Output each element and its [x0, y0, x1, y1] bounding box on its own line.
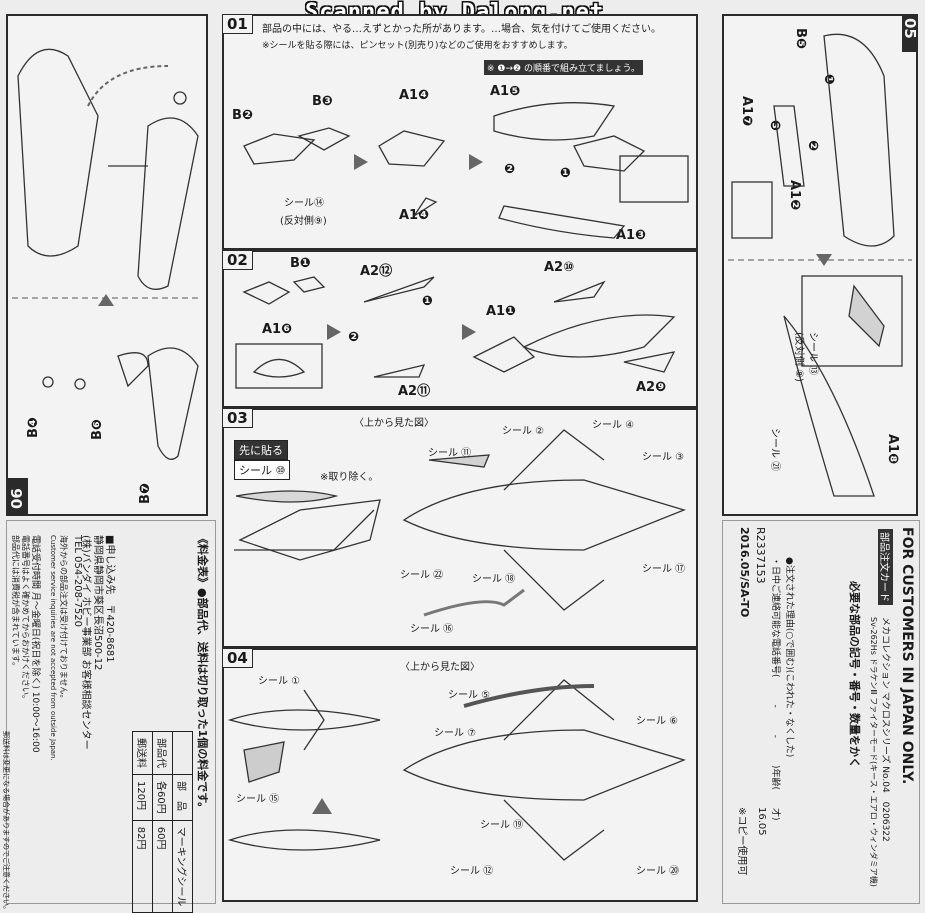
price-heading: 《料金表》●部品代、送料は切り取った1個の料金です。: [196, 533, 209, 814]
price-col-header: マーキングシール: [172, 820, 193, 913]
product-name: メカコレクション マクロスシリーズ No.04 0206322: [880, 617, 890, 842]
notice: 部品代には消費税が含まれています。: [11, 535, 20, 670]
phone-field: ・日中ご連絡可能な電話番号( - - )年齢( 才): [770, 557, 780, 821]
seal-note: ※シールを貼る際には、ピンセット(別売り)などのご使用をおすすめします。: [262, 41, 573, 51]
order-marker: ❶: [422, 294, 434, 309]
part-label: B❶: [290, 256, 311, 271]
seal-label: シール ⑪: [428, 448, 472, 459]
print-date: 2016.05/SA-TO: [738, 527, 751, 618]
seal-label: シール ⑰: [642, 564, 686, 575]
seal-label: シール ⑮: [236, 794, 280, 805]
view-label: 〈上から見た図〉: [354, 418, 434, 429]
part-label: A2⑪: [398, 384, 431, 399]
price-row-label: 郵送料: [132, 731, 153, 775]
phone-hours: 電話受付時間 月～金曜日(祝日を除く) 10:00～16:00: [30, 535, 40, 753]
order-marker: ❶: [560, 166, 572, 181]
seal-label: シール ②: [502, 426, 545, 437]
seal-label: シール ⑦: [434, 728, 477, 739]
price-cell: 各60円: [152, 774, 173, 821]
part-label: A1❻: [262, 322, 293, 337]
step-03-illustration: [234, 429, 686, 617]
step-intro: 部品の中には、やる…えずとかった所があります。…場合、気を付けてご使用ください。: [262, 24, 661, 35]
product-subtitle: Sv-262Hs ドラケンⅢ ファイターモード(キース・エアロ・ウィンダミア機): [869, 617, 878, 887]
seal-label: シール ⑯: [410, 624, 454, 635]
price-cell: 120円: [132, 774, 153, 821]
remove-note: ※取り除く。: [320, 472, 379, 483]
apply-first-title: 先に貼る: [234, 440, 288, 460]
overseas-note-jp: 海外からの部品注文は受け付けておりません。: [59, 535, 68, 703]
price-cell: 82円: [132, 820, 153, 913]
copy-note: ※コピー使用可: [736, 807, 747, 876]
customer-heading: FOR CUSTOMERS IN JAPAN ONLY.: [899, 527, 915, 785]
part-label: A2⑫: [360, 264, 393, 279]
seal-label: シール ④: [592, 420, 635, 431]
product-code: R2337153: [754, 527, 767, 584]
card-title: 部品注文カード: [878, 529, 893, 605]
seal-label: シール ⑫: [450, 866, 494, 877]
step-number: 05: [901, 14, 919, 52]
seal-label: シール⑭: [284, 198, 324, 209]
order-info-section: 《料金表》●部品代、送料は切り取った1個の料金です。 部 品 マーキングシール …: [2, 520, 216, 913]
part-label: A1❶: [486, 304, 517, 319]
order-marker: ❷: [504, 162, 516, 177]
order-marker: ❷: [348, 330, 360, 345]
step-01-panel: 01 部品の中には、やる…えずとかった所があります。…場合、気を付けてご使用くだ…: [222, 14, 698, 250]
seal-sub-label: (反対側⑨): [280, 216, 327, 227]
step-02-illustration: [235, 276, 676, 389]
step-number: 01: [222, 14, 253, 34]
step-04-panel: 04 〈上から見た図〉 シール ① シール ⑤ シール ⑥ シール ⑦ シール …: [222, 648, 698, 902]
address-tel: TEL 054-208-7520: [72, 535, 83, 628]
seal-label: シール ③: [642, 452, 685, 463]
step-number: 02: [222, 250, 253, 270]
version: 16.05: [756, 807, 767, 836]
seal-label: シール ⑱: [472, 574, 516, 585]
price-col-header: 部 品: [172, 774, 193, 821]
step-05-panel: 05 B❺ A1❼ A1❷ A1❽ ❶ ❷ ❸ シール ⑬ (反対側 ⑧) シー…: [722, 14, 919, 516]
part-label: A2⑩: [544, 260, 575, 275]
apply-first-seal: シール ⑩: [234, 460, 291, 480]
seal-label: シール ①: [258, 676, 301, 687]
step-06-panel: 06 B❹ B❻ B❼: [6, 14, 208, 516]
price-table-corner: [172, 731, 193, 775]
part-label: B❷: [232, 108, 253, 123]
step-number: 03: [222, 408, 253, 428]
part-label: B❸: [312, 94, 333, 109]
seal-label: シール ⑤: [448, 690, 491, 701]
seal-label: シール ⑳: [636, 866, 680, 877]
part-label: A1❹: [399, 88, 430, 103]
step-03-panel: 03 〈上から見た図〉 先に貼る シール ⑩ ※取り除く。 シール ② シール …: [222, 408, 698, 648]
price-table-wrap: 部 品 マーキングシール 部品代 各60円 60円 郵送料 120円 82円: [132, 731, 193, 913]
price-cell: 60円: [152, 820, 173, 913]
step-number: 06: [6, 478, 28, 516]
step-02-panel: 02 B❶ A1❻ A2⑫ A2⑩ A1❶ A2⑪ A2❾ ❶ ❷: [222, 250, 698, 408]
notice: 電話番号はよく確かめてからおかけください。: [21, 535, 30, 703]
order-note: ※ ❶→❷ の順番で組み立てましょう。: [484, 60, 643, 75]
part-label: A2❾: [636, 380, 667, 395]
step-number: 04: [222, 648, 253, 668]
overseas-note-en: Customer service inquiries are not accep…: [49, 535, 57, 761]
price-table: 部 品 マーキングシール 部品代 各60円 60円 郵送料 120円 82円: [132, 731, 193, 913]
view-label: 〈上から見た図〉: [400, 662, 480, 673]
order-instruction: 必要な部品の記号・番号・数量をかく: [848, 581, 861, 768]
seal-label: シール ⑥: [636, 716, 679, 727]
seal-label: シール ⑲: [480, 820, 524, 831]
step-04-illustration: [227, 679, 686, 861]
price-row-label: 部品代: [152, 731, 173, 775]
order-reason: ●注文された理由(○で囲む)(こわれた・なくした): [784, 557, 794, 758]
step-01-illustration: [243, 102, 689, 239]
part-label: A1❸: [616, 228, 647, 243]
step-06-illustration: [12, 48, 202, 460]
step-05-illustration: [728, 33, 912, 497]
notice: 郵送料は変更になる場合がありますのでご注意ください。: [2, 731, 10, 913]
part-label: A1❺: [490, 84, 521, 99]
order-card: FOR CUSTOMERS IN JAPAN ONLY. 部品注文カード メカコ…: [722, 520, 920, 904]
seal-label: シール ㉒: [400, 570, 444, 581]
